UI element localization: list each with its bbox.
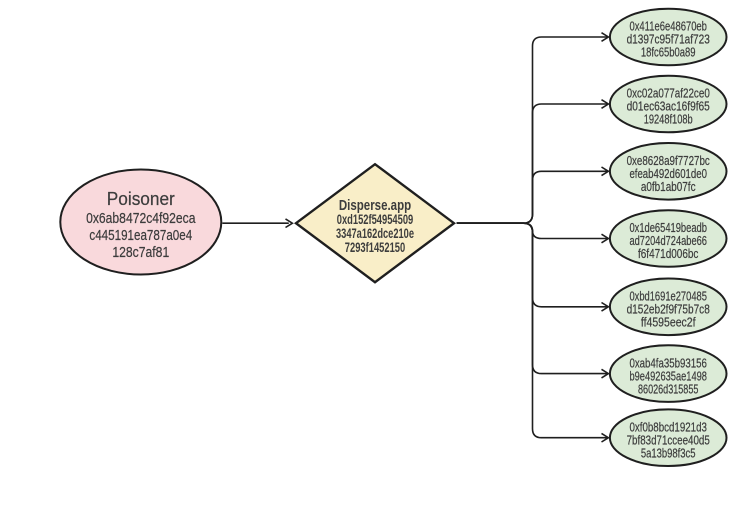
svg-text:7293f1452150: 7293f1452150 xyxy=(345,240,405,255)
svg-text:d1397c95f71af723: d1397c95f71af723 xyxy=(627,32,710,47)
svg-text:128c7af81: 128c7af81 xyxy=(112,244,169,261)
svg-text:Poisoner: Poisoner xyxy=(107,189,175,209)
svg-text:d01ec63ac16f9f65: d01ec63ac16f9f65 xyxy=(627,99,710,114)
svg-text:0xd152f54954509: 0xd152f54954509 xyxy=(337,212,414,227)
svg-text:b9e492635ae1498: b9e492635ae1498 xyxy=(629,368,707,383)
svg-text:ff4595eec2f: ff4595eec2f xyxy=(641,315,696,330)
svg-text:0x411e6e48670eb: 0x411e6e48670eb xyxy=(629,19,707,34)
svg-text:7bf83d71ccee40d5: 7bf83d71ccee40d5 xyxy=(627,432,710,447)
svg-text:0xe8628a9f7727bc: 0xe8628a9f7727bc xyxy=(627,153,711,168)
svg-text:0xf0b8bcd1921d3: 0xf0b8bcd1921d3 xyxy=(629,419,707,434)
svg-text:5a13b98f3c5: 5a13b98f3c5 xyxy=(641,445,696,460)
svg-text:19248f108b: 19248f108b xyxy=(644,112,693,127)
svg-text:c445191ea787a0e4: c445191ea787a0e4 xyxy=(89,227,192,244)
svg-text:0x6ab8472c4f92eca: 0x6ab8472c4f92eca xyxy=(86,210,196,227)
svg-text:18fc65b0a89: 18fc65b0a89 xyxy=(641,45,696,60)
svg-text:Disperse.app: Disperse.app xyxy=(339,198,411,214)
svg-text:86026d315855: 86026d315855 xyxy=(638,381,698,396)
svg-text:0xab4fa35b93156: 0xab4fa35b93156 xyxy=(629,355,707,370)
svg-text:f6f471d006bc: f6f471d006bc xyxy=(638,246,699,261)
svg-text:d152eb2f9f75b7c8: d152eb2f9f75b7c8 xyxy=(627,302,710,317)
svg-text:a0fb1ab07fc: a0fb1ab07fc xyxy=(641,179,696,194)
svg-text:0x1de65419beadb: 0x1de65419beadb xyxy=(629,220,707,235)
svg-text:0xc02a077af22ce0: 0xc02a077af22ce0 xyxy=(627,86,710,101)
svg-text:3347a162dce210e: 3347a162dce210e xyxy=(336,226,414,241)
svg-text:ad7204d724abe66: ad7204d724abe66 xyxy=(629,233,707,248)
svg-text:0xbd1691e270485: 0xbd1691e270485 xyxy=(629,289,707,304)
svg-text:efeab492d601de0: efeab492d601de0 xyxy=(629,166,707,181)
